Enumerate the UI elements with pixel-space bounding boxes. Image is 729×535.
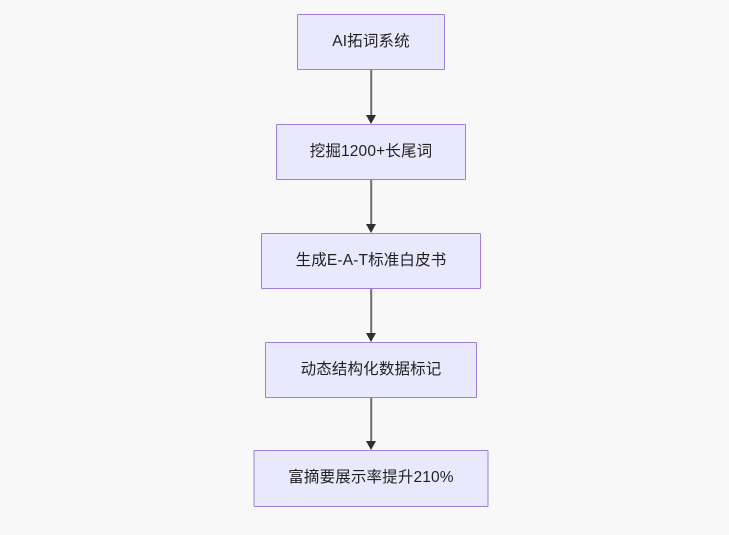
flow-node-ai-keyword-system[interactable]: AI拓词系统: [297, 14, 445, 70]
flow-edge-2: [365, 180, 377, 233]
flow-node-rich-snippet-impression-lift[interactable]: 富摘要展示率提升210%: [253, 450, 489, 507]
flow-edge-4: [365, 398, 377, 450]
edge-line: [370, 180, 372, 224]
flow-node-label: 生成E-A-T标准白皮书: [295, 251, 447, 269]
flow-node-dynamic-structured-data-markup[interactable]: 动态结构化数据标记: [265, 342, 477, 398]
flow-node-label: 动态结构化数据标记: [300, 360, 442, 378]
flow-edge-3: [365, 289, 377, 342]
flow-node-generate-eat-whitepaper[interactable]: 生成E-A-T标准白皮书: [261, 233, 481, 289]
edge-line: [370, 398, 372, 441]
arrowhead-icon: [366, 115, 376, 124]
arrowhead-icon: [366, 224, 376, 233]
edge-line: [370, 70, 372, 115]
arrowhead-icon: [366, 333, 376, 342]
flow-edge-1: [365, 70, 377, 124]
flow-node-label: 富摘要展示率提升210%: [288, 469, 454, 487]
flow-node-mine-longtail-keywords[interactable]: 挖掘1200+长尾词: [276, 124, 466, 180]
flow-node-label: 挖掘1200+长尾词: [309, 142, 433, 160]
edge-line: [370, 289, 372, 333]
flow-node-label: AI拓词系统: [332, 32, 410, 50]
arrowhead-icon: [366, 441, 376, 450]
